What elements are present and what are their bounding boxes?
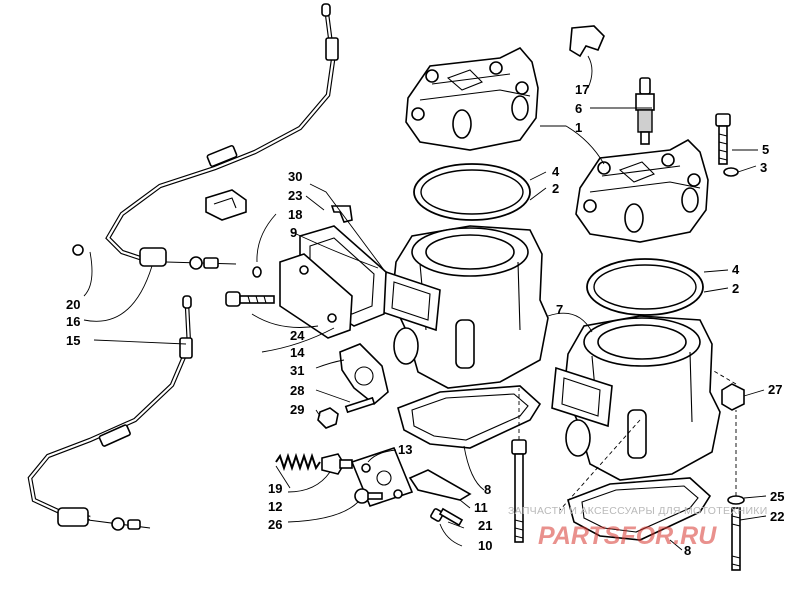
- callout-26: 26: [268, 517, 282, 532]
- gasket-14: [279, 253, 353, 339]
- cylinder-head-upper: [405, 47, 539, 151]
- callout-22: 22: [770, 509, 784, 524]
- callout-19: 19: [268, 481, 282, 496]
- nut-20: [72, 244, 84, 256]
- clip-23: [205, 189, 247, 221]
- callout-7: 7: [556, 302, 563, 317]
- callout-25: 25: [770, 489, 784, 504]
- callout-2-lower: 2: [732, 281, 739, 296]
- ring-18: [252, 266, 262, 278]
- callout-16: 16: [66, 314, 80, 329]
- stud-22: [731, 507, 741, 571]
- callout-4-lower: 4: [732, 262, 740, 277]
- reed-block-lower: [551, 366, 613, 428]
- callout-5: 5: [762, 142, 769, 157]
- stud-21: [511, 439, 527, 543]
- spark-plug-6: [635, 77, 655, 145]
- throttle-cable-lower: [27, 295, 193, 531]
- callout-13: 13: [398, 442, 412, 457]
- callout-14: 14: [290, 345, 305, 360]
- callout-18: 18: [288, 207, 302, 222]
- valve-12: [321, 453, 353, 475]
- callout-3: 3: [760, 160, 767, 175]
- bolt-5: [715, 113, 731, 165]
- screw-10: [430, 507, 464, 527]
- cylinder-lower: [551, 315, 721, 481]
- leader-lines: [83, 55, 767, 551]
- callout-23: 23: [288, 188, 302, 203]
- cover-gasket-31: [339, 343, 389, 406]
- watermark-logo: PARTSFOR.RU: [538, 522, 717, 550]
- callout-6: 6: [575, 101, 582, 116]
- spring-19: [275, 452, 321, 472]
- callout-30: 30: [288, 169, 302, 184]
- callout-20: 20: [66, 297, 80, 312]
- base-gasket-upper: [397, 385, 542, 449]
- callout-31: 31: [290, 363, 304, 378]
- callout-1: 1: [575, 120, 582, 135]
- callout-8-upper: 8: [484, 482, 491, 497]
- o-rings-upper: [413, 163, 531, 221]
- callout-12: 12: [268, 499, 282, 514]
- watermark: ЗАПЧАСТИ И АКСЕССУАРЫ ДЛЯ МОТОТЕХНИКИ PA…: [508, 505, 768, 550]
- callout-21: 21: [478, 518, 492, 533]
- callout-15: 15: [66, 333, 80, 348]
- clip-17: [569, 25, 605, 58]
- cylinder-upper: [381, 225, 549, 389]
- callout-4-upper: 4: [552, 164, 560, 179]
- bolt-24: [225, 291, 275, 307]
- washer-3: [723, 167, 739, 177]
- callout-2-upper: 2: [552, 181, 559, 196]
- base-gasket-lower: [567, 477, 712, 541]
- callout-17: 17: [575, 82, 589, 97]
- cylinder-head-lower: [575, 139, 709, 243]
- callout-10: 10: [478, 538, 492, 553]
- blade-11: [408, 469, 472, 501]
- alignment-lines: [518, 369, 737, 511]
- watermark-caption: ЗАПЧАСТИ И АКСЕССУАРЫ ДЛЯ МОТОТЕХНИКИ: [508, 505, 768, 517]
- stud-28: [344, 396, 376, 414]
- throttle-cable-upper: [72, 3, 339, 270]
- callout-28: 28: [290, 383, 304, 398]
- o-rings-lower: [586, 258, 704, 316]
- nut-29: [317, 407, 339, 429]
- washer-25: [727, 495, 745, 505]
- callout-29: 29: [290, 402, 304, 417]
- callout-27: 27: [768, 382, 782, 397]
- nut-27: [721, 383, 745, 411]
- screw-26: [354, 488, 383, 504]
- callout-9: 9: [290, 225, 297, 240]
- callout-labels: 17 6 1 5 3 4 2 4 2 7 27 25 22 8 8 30 23 …: [66, 82, 784, 558]
- callout-11: 11: [474, 500, 488, 515]
- callout-8-lower: 8: [684, 543, 691, 558]
- callout-24: 24: [290, 328, 305, 343]
